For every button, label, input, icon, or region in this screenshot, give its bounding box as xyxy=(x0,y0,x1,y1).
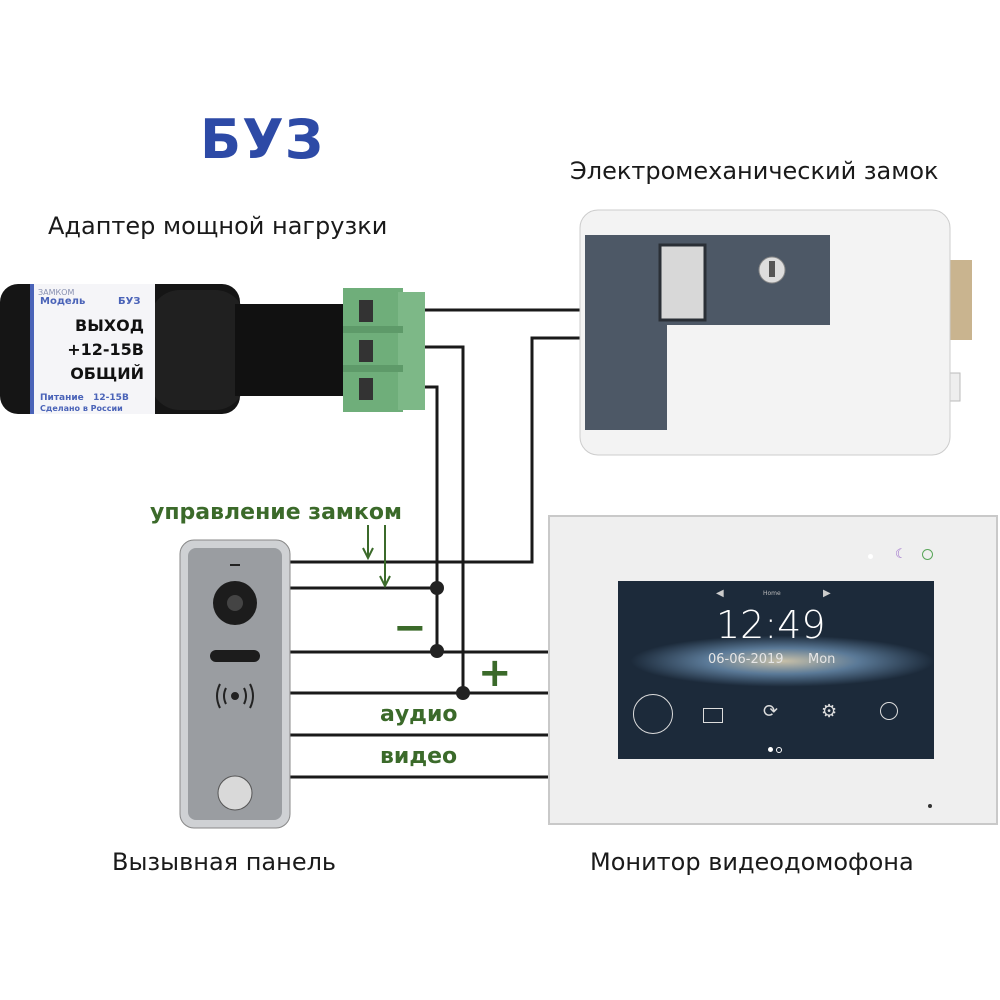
audio-label: аудио xyxy=(380,702,458,727)
video-label: видео xyxy=(380,744,458,769)
diagram-title: БУЗ xyxy=(200,108,325,171)
panel-caption: Вызывная панель xyxy=(112,848,337,876)
adapter-model-label: Модель xyxy=(40,296,86,307)
lock-control-label: управление замком xyxy=(150,500,402,525)
rfid-icon xyxy=(216,683,254,709)
call-panel xyxy=(179,539,291,829)
power-icon[interactable] xyxy=(880,702,898,720)
load-adapter: ЗАМКОМ Модель БУЗ ВЫХОД +12-15В ОБЩИЙ Пи… xyxy=(0,282,430,417)
screen-nav-label: Home xyxy=(763,590,781,597)
electromechanical-lock xyxy=(579,209,972,456)
adapter-voltage-label: +12-15В xyxy=(67,340,144,359)
screen-date: 06-06-2019 xyxy=(708,652,784,667)
screen-day: Mon xyxy=(808,652,836,667)
lock-caption: Электромеханический замок xyxy=(570,157,939,185)
adapter-power: Питание 12-15В xyxy=(40,393,129,403)
adapter-caption: Адаптер мощной нагрузки xyxy=(48,212,388,240)
next-arrow-icon[interactable]: ▶ xyxy=(823,588,831,599)
page-dot[interactable] xyxy=(776,747,782,753)
lock-control-arrows xyxy=(362,525,391,589)
call-button xyxy=(217,775,253,811)
adapter-brand: ЗАМКОМ xyxy=(38,288,75,297)
adapter-model: БУЗ xyxy=(118,296,141,307)
speaker-grille xyxy=(210,650,260,662)
junction-dot xyxy=(456,686,470,700)
status-icon xyxy=(922,549,933,560)
junction-dot xyxy=(430,644,444,658)
video-intercom-monitor: ☾ ◀ Home ▶ 12:49 06-06-2019 Mon ⟳ ⚙ xyxy=(548,515,998,825)
moon-icon: ☾ xyxy=(895,547,907,562)
prev-arrow-icon[interactable]: ◀ xyxy=(716,588,724,599)
wire-lock-2 xyxy=(288,336,590,564)
page-dot-active[interactable] xyxy=(768,747,773,752)
terminal-block xyxy=(343,288,425,412)
wire-minus xyxy=(425,385,439,651)
plus-label: + xyxy=(478,650,512,696)
settings-gear-icon[interactable]: ⚙ xyxy=(821,701,838,722)
adapter-output-label: ВЫХОД xyxy=(75,316,144,335)
transfer-icon[interactable]: ⟳ xyxy=(763,701,779,722)
gallery-icon[interactable] xyxy=(703,708,723,723)
minus-label: − xyxy=(393,605,427,651)
adapter-common-label: ОБЩИЙ xyxy=(70,364,144,383)
wire-plus xyxy=(425,345,465,693)
adapter-made-in: Сделано в России xyxy=(40,404,123,413)
monitor-caption: Монитор видеодомофона xyxy=(590,848,914,876)
doorphone-icon[interactable] xyxy=(633,694,673,734)
screen-time: 12:49 xyxy=(716,603,826,647)
junction-dot xyxy=(430,581,444,595)
monitor-screen: ◀ Home ▶ 12:49 06-06-2019 Mon ⟳ ⚙ xyxy=(618,581,934,759)
